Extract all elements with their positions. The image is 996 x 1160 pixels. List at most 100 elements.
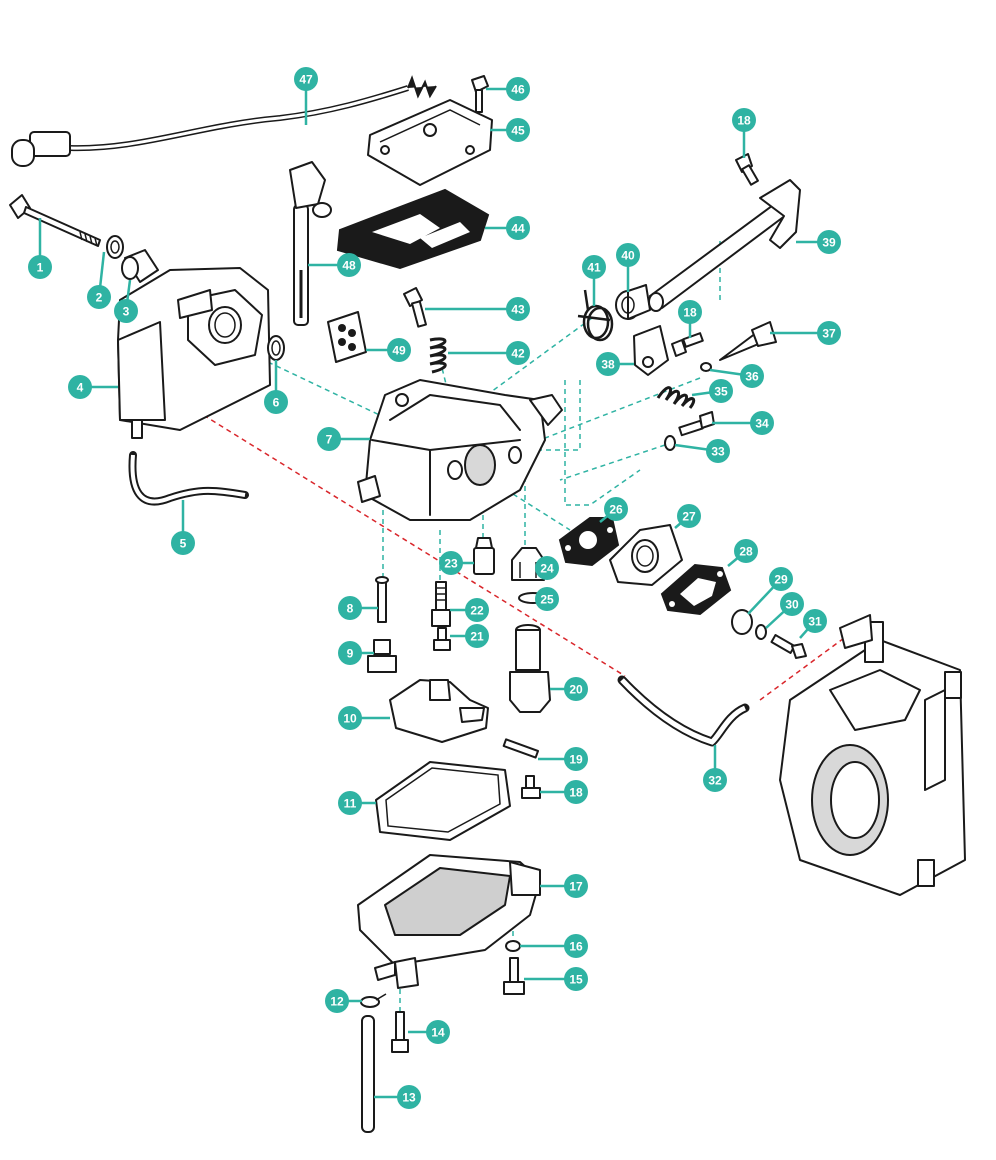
- callout-number: 8: [347, 602, 354, 616]
- callout-number: 29: [774, 573, 788, 587]
- callout-number: 26: [609, 503, 623, 517]
- o-ring-36: [700, 362, 712, 372]
- bolt-1: [9, 194, 101, 247]
- callout-37: 37: [770, 321, 841, 345]
- callout-17: 17: [540, 874, 588, 898]
- callout-18: 18: [732, 108, 756, 158]
- callout-20: 20: [550, 677, 588, 701]
- callout-number: 47: [299, 73, 313, 87]
- fuel-hose-32: [617, 675, 750, 747]
- callout-number: 46: [511, 83, 525, 97]
- callout-badge: [564, 747, 588, 771]
- callout-42: 42: [448, 341, 530, 365]
- drain-hose-13: [361, 1015, 375, 1133]
- adjuster-9: [367, 639, 397, 673]
- callout-badge: [28, 255, 52, 279]
- callout-number: 43: [511, 303, 525, 317]
- drain-screw-14: [391, 1011, 409, 1053]
- callout-badge: [596, 352, 620, 376]
- callout-48: 48: [308, 253, 361, 277]
- callout-number: 23: [444, 557, 458, 571]
- spring-35: [656, 386, 696, 409]
- callout-badge: [325, 989, 349, 1013]
- screw-31: [770, 634, 807, 659]
- callout-number: 18: [569, 786, 583, 800]
- callout-8: 8: [338, 596, 378, 620]
- callout-number: 41: [587, 261, 601, 275]
- callout-badge: [564, 874, 588, 898]
- callout-number: 35: [714, 385, 728, 399]
- spring-42: [429, 337, 447, 374]
- callout-31: 31: [799, 609, 827, 639]
- callout-badge: [564, 677, 588, 701]
- callout-36: 36: [709, 364, 764, 388]
- callout-number: 4: [77, 381, 84, 395]
- callout-number: 33: [711, 445, 725, 459]
- callout-badge: [506, 118, 530, 142]
- callout-badge: [87, 285, 111, 309]
- callout-badge: [465, 598, 489, 622]
- callout-number: 22: [470, 604, 484, 618]
- callout-badge: [337, 253, 361, 277]
- callout-1: 1: [28, 218, 52, 279]
- callout-number: 31: [808, 615, 822, 629]
- callout-badge: [535, 587, 559, 611]
- callout-14: 14: [408, 1020, 450, 1044]
- callout-badge: [338, 791, 362, 815]
- screw-21: [433, 627, 451, 651]
- callout-10: 10: [338, 706, 390, 730]
- plate-29: [731, 609, 753, 635]
- callout-45: 45: [490, 118, 530, 142]
- callout-badge: [706, 439, 730, 463]
- callout-27: 27: [674, 504, 701, 529]
- hose-clip-12: [360, 993, 387, 1008]
- callout-43: 43: [425, 297, 530, 321]
- callout-number: 21: [470, 630, 484, 644]
- callout-number: 40: [621, 249, 635, 263]
- throttle-shaft: [648, 179, 801, 312]
- screw-34: [678, 411, 715, 437]
- callout-number: 3: [123, 305, 130, 319]
- nozzle-20: [509, 624, 551, 713]
- callout-number: 19: [569, 753, 583, 767]
- callout-38: 38: [596, 352, 634, 376]
- callout-badge: [506, 297, 530, 321]
- callout-32: 32: [703, 745, 727, 792]
- callout-28: 28: [727, 539, 758, 567]
- callout-number: 32: [708, 774, 722, 788]
- callout-badge: [564, 934, 588, 958]
- callout-40: 40: [616, 243, 640, 292]
- callout-badge: [677, 504, 701, 528]
- callout-number: 1: [37, 261, 44, 275]
- callout-24: 24: [535, 556, 559, 580]
- callout-number: 34: [755, 417, 769, 431]
- callout-4: 4: [68, 375, 118, 399]
- torsion-spring: [577, 289, 614, 342]
- screw-46: [471, 75, 489, 113]
- callout-23: 23: [439, 551, 474, 575]
- callout-number: 27: [682, 510, 696, 524]
- screw-43: [403, 287, 427, 328]
- callout-number: 25: [540, 593, 554, 607]
- callout-badge: [264, 390, 288, 414]
- callout-badge: [439, 551, 463, 575]
- callout-badge: [294, 67, 318, 91]
- callout-16: 16: [520, 934, 588, 958]
- callout-badge: [780, 592, 804, 616]
- callout-number: 15: [569, 973, 583, 987]
- pin-19: [502, 738, 540, 759]
- callout-number: 24: [540, 562, 554, 576]
- guide-line: [439, 359, 451, 401]
- callout-badge: [114, 299, 138, 323]
- fuel-route-guide: [149, 381, 856, 701]
- needle-pin-8: [375, 576, 389, 623]
- callout-badge: [338, 706, 362, 730]
- guide-line: [479, 317, 593, 401]
- float-bowl-gasket: [375, 761, 511, 841]
- callout-49: 49: [366, 338, 411, 362]
- callout-badge: [426, 1020, 450, 1044]
- callout-number: 20: [569, 683, 583, 697]
- callout-badge: [750, 411, 774, 435]
- callout-12: 12: [325, 989, 362, 1013]
